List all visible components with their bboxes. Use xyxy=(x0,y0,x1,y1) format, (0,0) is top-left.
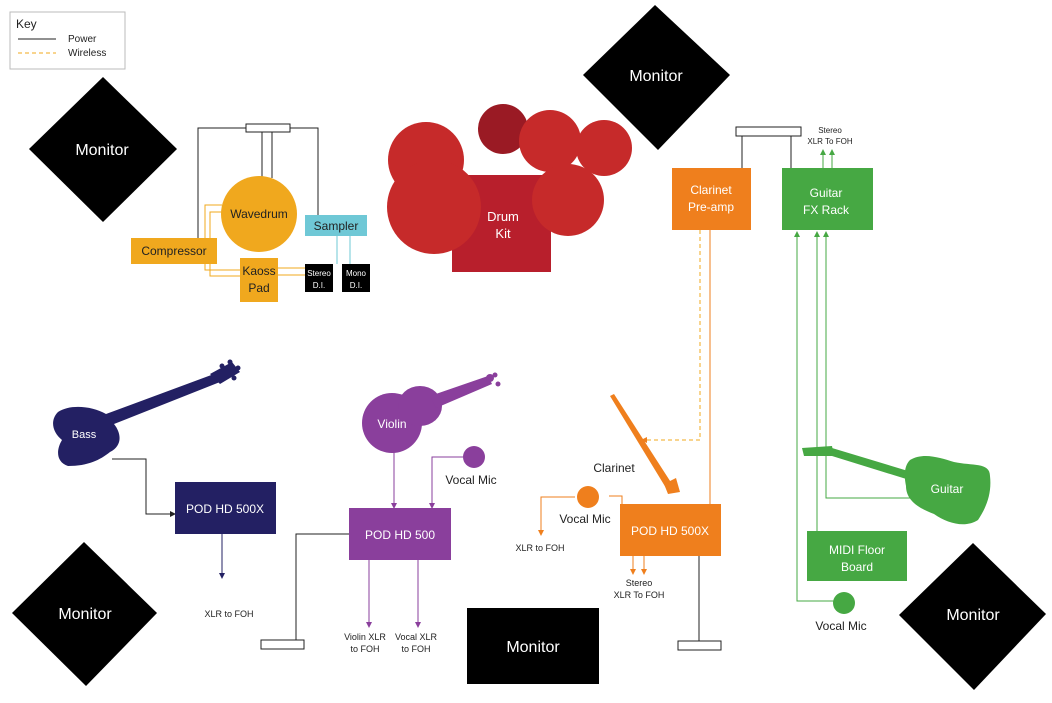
midi-line2: Board xyxy=(841,560,873,574)
stereo-di-line2: D.I. xyxy=(313,281,325,290)
clarinet-vocal-mic-label: Vocal Mic xyxy=(559,512,610,526)
monitor-bottom-right: Monitor xyxy=(899,543,1046,690)
midi-line1: MIDI Floor xyxy=(829,543,885,557)
drum-kit-label-line1: Drum xyxy=(487,209,519,224)
fx-out-line1: Stereo xyxy=(818,126,842,135)
violin-vocal-mic: Vocal Mic xyxy=(445,446,497,487)
monitor-label: Monitor xyxy=(75,142,129,159)
fx-rack-line2: FX Rack xyxy=(803,203,850,217)
fx-out-line2: XLR To FOH xyxy=(807,137,852,146)
monitor-bottom-center: Monitor xyxy=(467,608,599,684)
monitor-label: Monitor xyxy=(506,639,560,656)
bass-output-label: XLR to FOH xyxy=(204,609,253,619)
guitar-label: Guitar xyxy=(931,482,964,496)
stereo-di-line1: Stereo xyxy=(307,269,331,278)
drum-kit-label-line2: Kit xyxy=(495,226,511,241)
violin-label: Violin xyxy=(377,417,406,431)
clarinet-pod-label: POD HD 500X xyxy=(631,524,709,538)
wavedrum-label: Wavedrum xyxy=(230,207,288,221)
guitar-vocal-mic: Vocal Mic xyxy=(815,592,867,633)
key-title: Key xyxy=(16,17,37,31)
clarinet-vocal-out-label: XLR to FOH xyxy=(515,543,564,553)
compressor: Compressor xyxy=(131,238,217,264)
monitor-top-left: Monitor xyxy=(29,77,177,222)
clarinet-wiring xyxy=(538,126,802,651)
bass-label: Bass xyxy=(72,429,97,441)
monitor-label: Monitor xyxy=(58,606,112,623)
violin-out-line1: Violin XLR xyxy=(344,632,386,642)
clarinet-preamp: Clarinet Pre-amp xyxy=(672,168,751,230)
kaoss-label-line1: Kaoss xyxy=(242,264,275,278)
violin-vocal-mic-label: Vocal Mic xyxy=(445,473,496,487)
violin-wiring xyxy=(366,452,463,628)
violin-out-line2: to FOH xyxy=(350,644,379,654)
violin-pod-label: POD HD 500 xyxy=(365,528,435,542)
vocal-out-line2: to FOH xyxy=(401,644,430,654)
clarinet-label: Clarinet xyxy=(593,461,635,475)
guitar-fx-rack: Guitar FX Rack xyxy=(782,168,873,230)
guitar-wiring xyxy=(794,149,910,602)
key-legend: Key Power Wireless xyxy=(9,11,126,70)
monitor-top-right: Monitor xyxy=(583,5,730,150)
monitor-bottom-left: Monitor xyxy=(12,542,157,686)
clarinet-icon xyxy=(610,394,680,494)
monitor-label: Monitor xyxy=(629,68,683,85)
power-strip xyxy=(735,126,802,137)
power-strip xyxy=(245,123,291,133)
guitar-vocal-mic-label: Vocal Mic xyxy=(815,619,866,633)
key-power-label: Power xyxy=(68,34,97,45)
stereo-di: Stereo D.I. xyxy=(305,264,333,292)
bass-pod: POD HD 500X xyxy=(175,482,276,534)
clarinet-stereo-out-line2: XLR To FOH xyxy=(614,590,665,600)
violin-icon: Violin xyxy=(362,372,501,453)
fx-rack-line1: Guitar xyxy=(810,186,843,200)
clarinet-pod: POD HD 500X xyxy=(620,504,721,556)
bass-guitar-icon: Bass xyxy=(53,359,241,466)
kaoss-label-line2: Pad xyxy=(248,281,269,295)
bass-pod-label: POD HD 500X xyxy=(186,502,264,516)
electric-guitar-icon: Guitar xyxy=(802,446,991,525)
power-strip xyxy=(260,639,305,650)
compressor-label: Compressor xyxy=(141,244,206,258)
percussion-wiring xyxy=(197,123,351,277)
preamp-line2: Pre-amp xyxy=(688,200,734,214)
midi-floor-board: MIDI Floor Board xyxy=(807,531,907,581)
sampler-label: Sampler xyxy=(314,219,359,233)
violin-pod: POD HD 500 xyxy=(349,508,451,560)
vocal-out-line1: Vocal XLR xyxy=(395,632,438,642)
bass-wiring xyxy=(112,458,349,650)
preamp-line1: Clarinet xyxy=(690,183,732,197)
sampler: Sampler xyxy=(305,215,367,236)
mono-di-line2: D.I. xyxy=(350,281,362,290)
power-strip xyxy=(677,640,722,651)
mono-di: Mono D.I. xyxy=(342,264,370,292)
monitor-label: Monitor xyxy=(946,607,1000,624)
key-wireless-label: Wireless xyxy=(68,48,106,59)
kaoss-pad: Kaoss Pad xyxy=(240,258,278,302)
mono-di-line1: Mono xyxy=(346,269,367,278)
clarinet-vocal-mic: Vocal Mic xyxy=(559,486,611,526)
wavedrum: Wavedrum xyxy=(221,176,297,252)
drum-kit: Drum Kit xyxy=(387,104,632,272)
clarinet-stereo-out-line1: Stereo xyxy=(626,578,653,588)
